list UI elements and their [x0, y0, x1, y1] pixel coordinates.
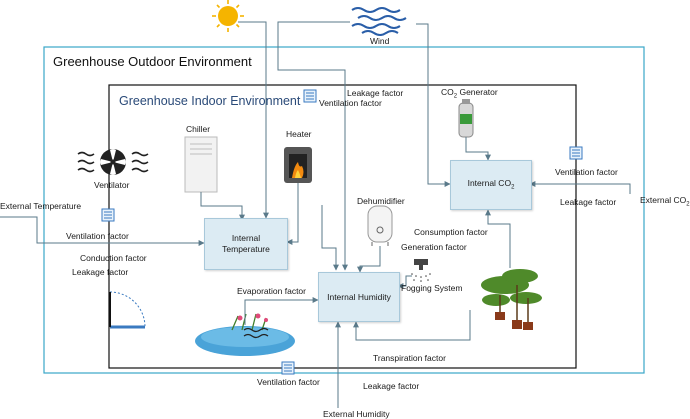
- conduction-factor: Conduction factor: [80, 253, 147, 263]
- co2-generator-icon: [458, 99, 474, 138]
- external-temperature-label: External Temperature: [0, 201, 82, 211]
- chiller-icon: [184, 136, 218, 193]
- pond-icon: [195, 313, 295, 356]
- generation-factor: Generation factor: [401, 242, 467, 252]
- wind-icon: [351, 7, 407, 36]
- external-humidity-label: External Humidity: [323, 409, 390, 419]
- internal-co2-label: Internal CO2: [467, 177, 515, 191]
- wind-label: Wind: [370, 36, 390, 46]
- leakage-factor-left: Leakage factor: [72, 267, 129, 277]
- fogging-icon: [411, 259, 431, 282]
- internal-temperature-line1: Internal: [231, 233, 261, 244]
- chiller-label: Chiller: [186, 124, 211, 134]
- fogging-system-label: Fogging System: [401, 283, 463, 293]
- co2-generator-label: CO2 Generator: [441, 87, 498, 100]
- dehumidifier-label: Dehumidifier: [357, 196, 405, 206]
- vent-icon: [101, 89, 583, 375]
- door-icon: [109, 291, 146, 329]
- external-co2-label: External CO2: [640, 195, 690, 208]
- ventilation-factor-top: Ventilation factor: [319, 98, 382, 108]
- sun-icon: [212, 0, 244, 32]
- ventilation-factor-left: Ventilation factor: [66, 231, 129, 241]
- internal-humidity-box: Internal Humidity: [318, 272, 400, 322]
- indoor-frame: [108, 84, 577, 369]
- leakage-factor-top: Leakage factor: [347, 88, 404, 98]
- indoor-title: Greenhouse Indoor Environment: [119, 94, 301, 108]
- internal-temperature-box: Internal Temperature: [204, 218, 288, 270]
- ventilation-factor-bottom: Ventilation factor: [257, 377, 320, 387]
- ventilation-factor-right: Ventilation factor: [555, 167, 618, 177]
- internal-temperature-line2: Temperature: [222, 244, 270, 254]
- heater-icon: [284, 147, 312, 183]
- ventilator-label: Ventilator: [94, 180, 130, 190]
- transpiration-factor: Transpiration factor: [373, 353, 446, 363]
- outdoor-title: Greenhouse Outdoor Environment: [53, 54, 252, 69]
- leakage-factor-right: Leakage factor: [560, 197, 617, 207]
- ventilator-icon: [77, 149, 149, 175]
- consumption-factor: Consumption factor: [414, 227, 488, 237]
- plants-icon: [481, 269, 542, 330]
- heater-label: Heater: [286, 129, 312, 139]
- leakage-factor-bottom: Leakage factor: [363, 381, 420, 391]
- outdoor-frame: [43, 46, 645, 374]
- internal-humidity-label: Internal Humidity: [327, 291, 391, 302]
- internal-co2-box: Internal CO2: [450, 160, 532, 210]
- dehumidifier-icon: [367, 205, 393, 246]
- evaporation-factor: Evaporation factor: [237, 286, 306, 296]
